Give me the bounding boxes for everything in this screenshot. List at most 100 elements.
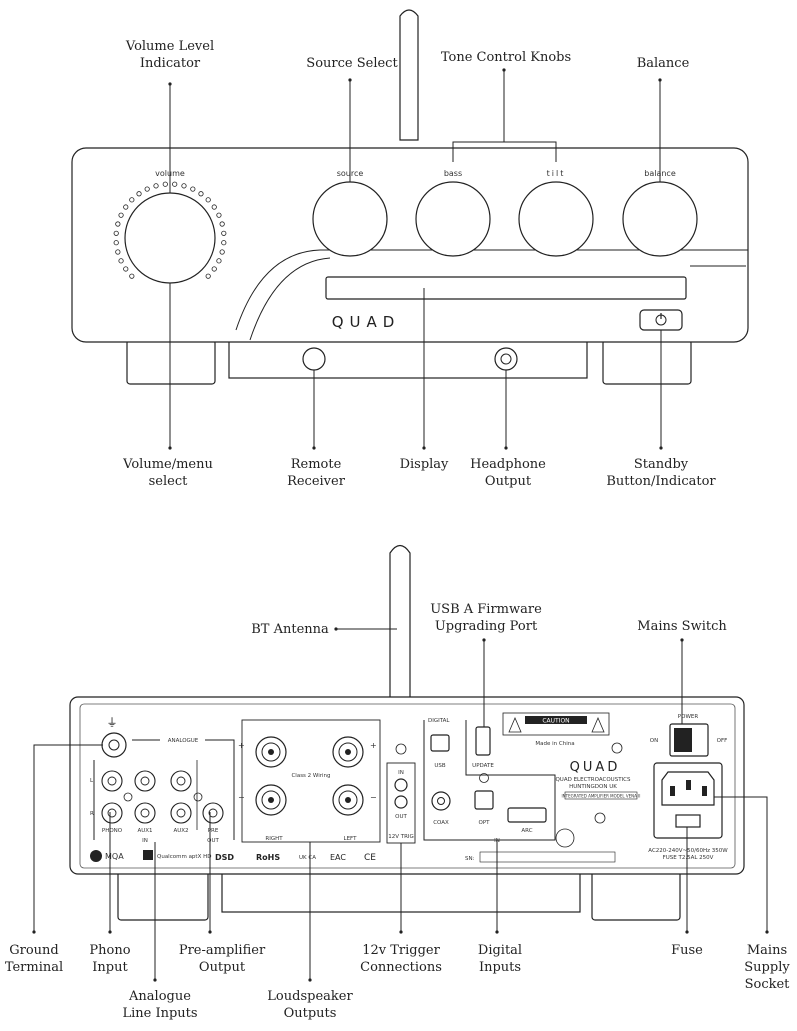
callout-preamp-1: Pre-amplifier bbox=[179, 943, 266, 958]
callout-volume-level-1: Volume Level bbox=[125, 39, 214, 54]
callout-headphone-2: Output bbox=[485, 474, 532, 489]
callout-usb-1: USB A Firmware bbox=[430, 602, 542, 617]
mains-switch-rocker bbox=[674, 728, 692, 752]
callout-preamp-2: Output bbox=[199, 960, 246, 975]
callout-dot bbox=[348, 78, 352, 82]
speaker-post-group bbox=[255, 736, 364, 816]
logo-eac: EAC bbox=[330, 853, 346, 862]
callout-dot bbox=[108, 930, 112, 934]
volume-led-dot bbox=[198, 191, 204, 197]
trigger-in-jack[interactable] bbox=[394, 778, 408, 792]
callout-standby-1: Standby bbox=[634, 457, 689, 472]
rca-jack[interactable] bbox=[101, 770, 123, 792]
callout-dot bbox=[312, 446, 316, 450]
usb-a-port[interactable] bbox=[475, 726, 491, 756]
label-usb: USB bbox=[434, 763, 446, 769]
speaker-frame bbox=[241, 719, 381, 843]
label-trig-in: IN bbox=[398, 770, 404, 776]
callout-speaker-1: Loudspeaker bbox=[267, 989, 353, 1004]
callout-dot bbox=[680, 638, 684, 642]
knob-label-bass: bass bbox=[444, 169, 462, 178]
logo-dsd: DSD bbox=[215, 853, 234, 862]
front-foot-right bbox=[602, 339, 692, 385]
usb-b-port[interactable] bbox=[430, 734, 450, 752]
callout-trigger-2: Connections bbox=[360, 960, 442, 975]
label-off: OFF bbox=[717, 738, 728, 744]
front-panel-curve bbox=[235, 249, 748, 331]
model-plate bbox=[564, 791, 638, 800]
label-mains: AC220-240V~50/60Hz 350W bbox=[648, 848, 728, 854]
volume-led-dot bbox=[153, 183, 159, 189]
warning-icon bbox=[591, 716, 605, 733]
trigger-out-jack[interactable] bbox=[394, 795, 408, 809]
speaker-post-center bbox=[345, 749, 351, 755]
callout-dot bbox=[168, 446, 172, 450]
speaker-post-inner bbox=[338, 790, 358, 810]
ground-terminal-inner bbox=[108, 739, 120, 751]
callout-usb-2: Upgrading Port bbox=[435, 619, 538, 634]
optical-input[interactable] bbox=[474, 790, 494, 810]
hdmi-arc-port[interactable] bbox=[507, 807, 547, 823]
callout-dot bbox=[765, 930, 769, 934]
label-arc: ARC bbox=[521, 828, 532, 834]
headphone-jack-inner bbox=[500, 353, 512, 365]
fuse-holder[interactable] bbox=[675, 814, 701, 828]
front-antenna bbox=[399, 9, 419, 141]
callout-mains-socket-2: Supply bbox=[744, 960, 790, 975]
rca-jack[interactable] bbox=[101, 802, 123, 824]
callout-remote-1: Remote bbox=[291, 457, 342, 472]
callout-dot bbox=[308, 978, 312, 982]
bass-knob[interactable] bbox=[415, 181, 491, 257]
volume-led-dot bbox=[118, 258, 124, 264]
callout-volume-level-2: Indicator bbox=[140, 56, 201, 71]
digital-frame bbox=[423, 720, 556, 841]
callout-dot bbox=[422, 446, 426, 450]
rear-brand-logo: QUAD bbox=[570, 760, 621, 775]
volume-led-dot bbox=[216, 212, 222, 218]
tilt-knob[interactable] bbox=[518, 181, 594, 257]
volume-knob[interactable] bbox=[124, 192, 216, 284]
rca-jack[interactable] bbox=[170, 770, 192, 792]
label-trig: 12V TRIG bbox=[388, 834, 414, 840]
rca-jack[interactable] bbox=[202, 802, 224, 824]
callout-trigger-1: 12v Trigger bbox=[362, 943, 440, 958]
serial-number-box bbox=[479, 851, 616, 863]
callout-dot bbox=[168, 82, 172, 86]
callout-source-select: Source Select bbox=[306, 56, 398, 71]
coax-input[interactable] bbox=[431, 791, 451, 811]
label-coax: COAX bbox=[433, 820, 449, 826]
screw-icon bbox=[395, 743, 407, 755]
source-knob[interactable] bbox=[312, 181, 388, 257]
rca-jack[interactable] bbox=[170, 802, 192, 824]
rca-jack-inner bbox=[176, 776, 186, 786]
volume-led-dot bbox=[115, 221, 121, 227]
callout-dot bbox=[399, 930, 403, 934]
logo-ukca: UK CA bbox=[299, 855, 316, 861]
speaker-post-center bbox=[268, 797, 274, 803]
rca-jack-inner bbox=[107, 776, 117, 786]
ground-terminal[interactable] bbox=[101, 732, 127, 758]
callout-volume-menu-2: select bbox=[149, 474, 188, 489]
volume-led-dot bbox=[123, 204, 129, 210]
volume-led-dot bbox=[172, 181, 178, 187]
rear-panel bbox=[79, 703, 736, 869]
callout-dot bbox=[659, 446, 663, 450]
volume-led-dot bbox=[219, 221, 225, 227]
callout-volume-menu-1: Volume/menu bbox=[122, 457, 213, 472]
volume-led-dot bbox=[221, 230, 227, 236]
headphone-jack[interactable] bbox=[494, 347, 518, 371]
knob-label-tilt: tilt bbox=[547, 169, 566, 178]
label-power: POWER bbox=[678, 714, 699, 720]
callout-digital-1: Digital bbox=[478, 943, 522, 958]
callout-dot bbox=[502, 68, 506, 72]
rca-jack[interactable] bbox=[134, 802, 156, 824]
callout-dot bbox=[334, 627, 338, 631]
label-out: OUT bbox=[207, 838, 219, 844]
label-plus-l: + bbox=[370, 741, 377, 750]
rca-jack[interactable] bbox=[134, 770, 156, 792]
callout-mains-switch: Mains Switch bbox=[637, 619, 727, 634]
callout-headphone-1: Headphone bbox=[470, 457, 546, 472]
balance-knob[interactable] bbox=[622, 181, 698, 257]
volume-led-dot bbox=[129, 197, 135, 203]
volume-led-dot bbox=[115, 249, 121, 255]
